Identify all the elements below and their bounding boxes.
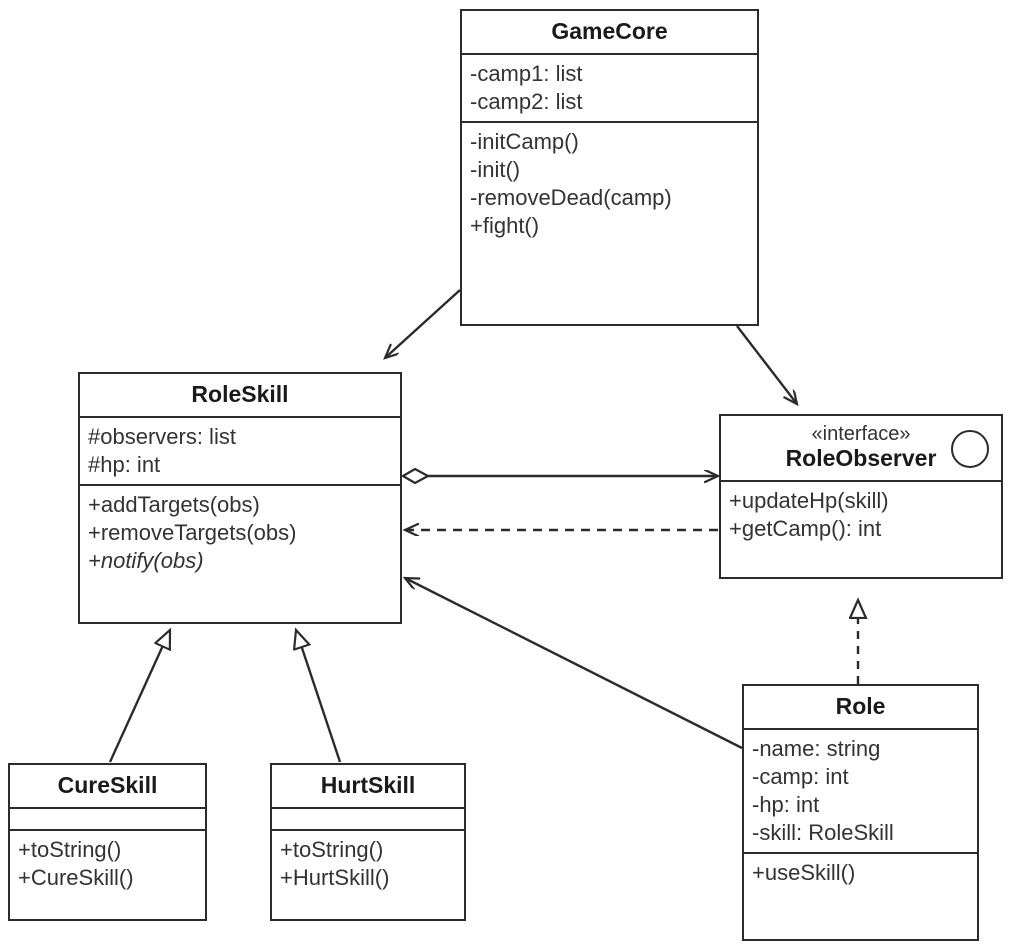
edge-cureskill-to-roleskill xyxy=(108,630,170,763)
class-methods-roleobserver: +updateHp(skill) +getCamp(): int xyxy=(721,480,1001,548)
method-row-abstract: +notify(obs) xyxy=(88,547,204,573)
class-attributes-cureskill xyxy=(10,807,205,829)
attribute-row: -camp2: list xyxy=(470,89,583,115)
class-name-cureskill: CureSkill xyxy=(57,772,158,798)
class-methods-role: +useSkill() xyxy=(744,851,977,892)
stereotype-interface: «interface» xyxy=(811,423,911,445)
class-name-hurtskill: HurtSkill xyxy=(320,772,416,798)
class-title-roleskill: RoleSkill xyxy=(80,374,400,416)
attribute-row: -skill: RoleSkill xyxy=(752,819,894,845)
class-attributes-hurtskill xyxy=(272,807,464,829)
edge-role-to-roleskill xyxy=(405,578,743,750)
class-box-roleskill[interactable]: RoleSkill #observers: list #hp: int +add… xyxy=(78,372,402,624)
attribute-row: -name: string xyxy=(752,736,881,762)
method-row: +CureSkill() xyxy=(18,865,134,891)
edge-hurtskill-to-roleskill xyxy=(296,630,342,763)
class-title-gamecore: GameCore xyxy=(462,11,757,53)
attribute-row: -camp: int xyxy=(752,764,849,790)
class-title-role: Role xyxy=(744,686,977,728)
method-row: +removeTargets(obs) xyxy=(88,519,297,545)
class-title-roleobserver: «interface» RoleObserver xyxy=(721,416,1001,480)
class-attributes-roleskill: #observers: list #hp: int xyxy=(80,416,400,484)
method-row: -removeDead(camp) xyxy=(470,184,672,210)
interface-lollipop-icon xyxy=(951,430,989,468)
attribute-row: #hp: int xyxy=(88,452,161,478)
class-name-roleobserver: RoleObserver xyxy=(785,445,937,471)
edge-gamecore-to-roleobserver xyxy=(736,325,797,404)
method-row: +HurtSkill() xyxy=(280,865,390,891)
attribute-row: #observers: list xyxy=(88,424,236,450)
method-row: +useSkill() xyxy=(752,859,856,885)
class-box-roleobserver[interactable]: «interface» RoleObserver +updateHp(skill… xyxy=(719,414,1003,579)
method-row: +updateHp(skill) xyxy=(729,488,889,514)
method-row: -initCamp() xyxy=(470,129,579,154)
method-row: +fight() xyxy=(470,212,540,238)
edge-gamecore-to-roleskill xyxy=(385,289,461,358)
class-attributes-gamecore: -camp1: list -camp2: list xyxy=(462,53,757,121)
class-attributes-role: -name: string -camp: int -hp: int -skill… xyxy=(744,728,977,852)
class-box-gamecore[interactable]: GameCore -camp1: list -camp2: list -init… xyxy=(460,9,759,326)
method-row: +toString() xyxy=(280,837,384,863)
class-methods-roleskill: +addTargets(obs) +removeTargets(obs) +no… xyxy=(80,484,400,580)
method-row: +getCamp(): int xyxy=(729,516,882,542)
class-name-roleskill: RoleSkill xyxy=(191,381,289,407)
class-methods-cureskill: +toString() +CureSkill() xyxy=(10,829,205,897)
attribute-row: -hp: int xyxy=(752,792,820,817)
class-box-cureskill[interactable]: CureSkill +toString() +CureSkill() xyxy=(8,763,207,921)
class-methods-hurtskill: +toString() +HurtSkill() xyxy=(272,829,464,897)
method-row: +toString() xyxy=(18,837,122,863)
class-name-gamecore: GameCore xyxy=(551,18,668,44)
method-row: -init() xyxy=(470,156,521,182)
class-title-cureskill: CureSkill xyxy=(10,765,205,807)
class-box-role[interactable]: Role -name: string -camp: int -hp: int -… xyxy=(742,684,979,941)
class-name-role: Role xyxy=(835,693,886,719)
attribute-row: -camp1: list xyxy=(470,61,583,87)
class-box-hurtskill[interactable]: HurtSkill +toString() +HurtSkill() xyxy=(270,763,466,921)
class-methods-gamecore: -initCamp() -init() -removeDead(camp) +f… xyxy=(462,121,757,245)
class-title-hurtskill: HurtSkill xyxy=(272,765,464,807)
method-row: +addTargets(obs) xyxy=(88,492,260,517)
